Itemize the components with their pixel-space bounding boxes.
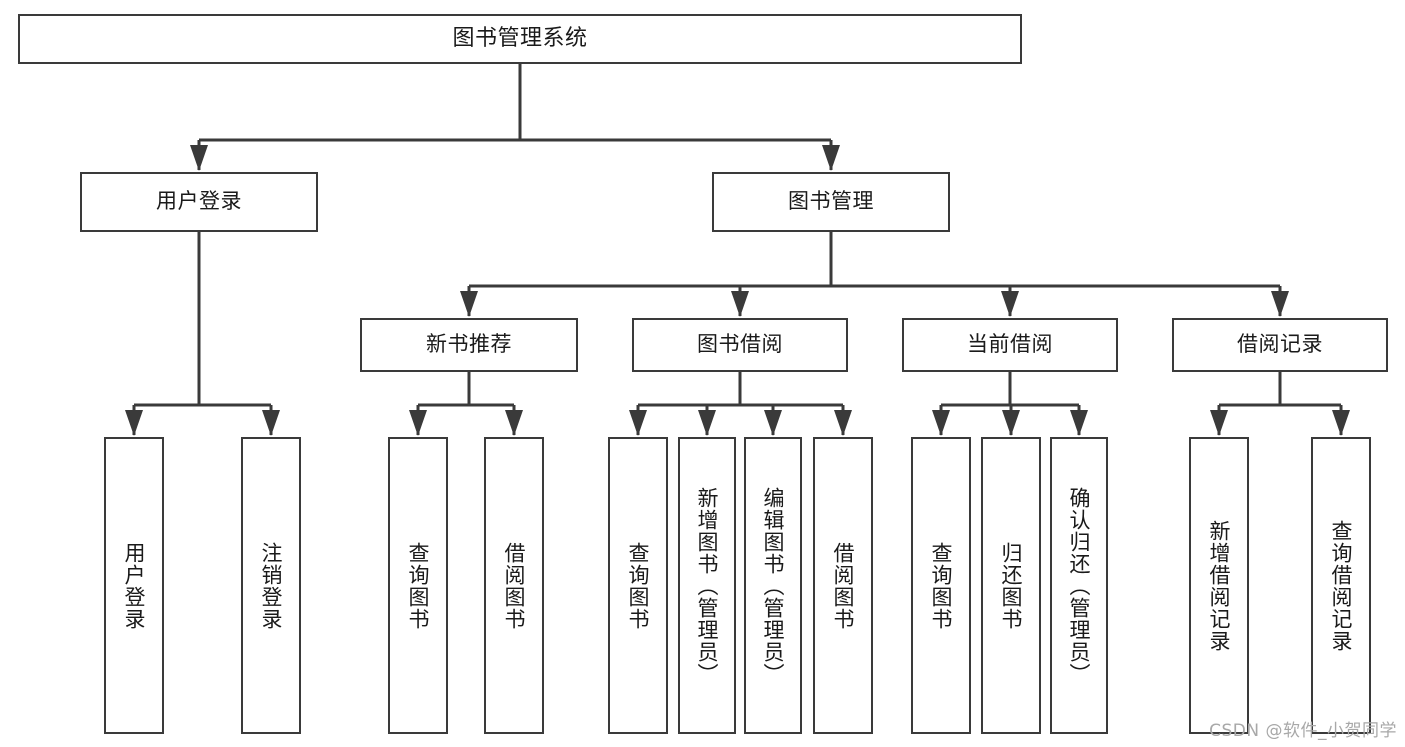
node-leaf-borrow-2[interactable]: 新增图书（管理员）: [678, 437, 736, 734]
node-label: 用户登录: [122, 541, 147, 630]
arrowhead-icon: [1210, 410, 1228, 436]
node-leaf-cur-3[interactable]: 确认归还（管理员）: [1050, 437, 1108, 734]
arrowhead-icon: [731, 291, 749, 317]
node-leaf-new-2[interactable]: 借阅图书: [484, 437, 544, 734]
arrowhead-icon: [1332, 410, 1350, 436]
node-leaf-borrow-1[interactable]: 查询图书: [608, 437, 668, 734]
arrowhead-icon: [1271, 291, 1289, 317]
node-leaf-login-1[interactable]: 用户登录: [104, 437, 164, 734]
arrowhead-icon: [1001, 291, 1019, 317]
node-current[interactable]: 当前借阅: [902, 318, 1118, 372]
arrowhead-icon: [460, 291, 478, 317]
node-label: 查询图书: [406, 541, 431, 630]
arrowhead-icon: [125, 410, 143, 436]
node-label: 确认归还（管理员）: [1067, 486, 1092, 685]
node-borrow[interactable]: 图书借阅: [632, 318, 848, 372]
node-label: 查询图书: [929, 541, 954, 630]
node-label: 新增借阅记录: [1207, 519, 1232, 652]
node-label: 借阅记录: [1237, 332, 1323, 357]
arrowhead-icon: [409, 410, 427, 436]
node-leaf-cur-1[interactable]: 查询图书: [911, 437, 971, 734]
node-label: 用户登录: [156, 189, 242, 214]
node-label: 查询图书: [626, 541, 651, 630]
node-label: 新书推荐: [426, 332, 512, 357]
arrowhead-icon: [822, 145, 840, 171]
node-label: 图书借阅: [697, 332, 783, 357]
node-label: 编辑图书（管理员）: [761, 486, 786, 685]
node-leaf-new-1[interactable]: 查询图书: [388, 437, 448, 734]
arrowhead-icon: [932, 410, 950, 436]
arrowhead-icon: [698, 410, 716, 436]
node-label: 图书管理系统: [452, 25, 588, 51]
arrowhead-icon: [1070, 410, 1088, 436]
node-bookmgmt[interactable]: 图书管理: [712, 172, 950, 232]
node-leaf-borrow-3[interactable]: 编辑图书（管理员）: [744, 437, 802, 734]
arrowhead-icon: [834, 410, 852, 436]
node-leaf-rec-2[interactable]: 查询借阅记录: [1311, 437, 1371, 734]
node-leaf-cur-2[interactable]: 归还图书: [981, 437, 1041, 734]
node-leaf-login-2[interactable]: 注销登录: [241, 437, 301, 734]
node-label: 图书管理: [788, 189, 874, 214]
node-newbook[interactable]: 新书推荐: [360, 318, 578, 372]
arrowhead-icon: [505, 410, 523, 436]
arrowhead-icon: [629, 410, 647, 436]
node-records[interactable]: 借阅记录: [1172, 318, 1388, 372]
node-login[interactable]: 用户登录: [80, 172, 318, 232]
node-label: 借阅图书: [502, 541, 527, 630]
node-label: 查询借阅记录: [1329, 519, 1354, 652]
node-leaf-borrow-4[interactable]: 借阅图书: [813, 437, 873, 734]
arrowhead-icon: [1002, 410, 1020, 436]
node-root[interactable]: 图书管理系统: [18, 14, 1022, 64]
node-label: 新增图书（管理员）: [695, 486, 720, 685]
arrowhead-icon: [190, 145, 208, 171]
arrowhead-icon: [262, 410, 280, 436]
node-label: 当前借阅: [967, 332, 1053, 357]
node-label: 归还图书: [999, 541, 1024, 630]
arrowhead-icon: [764, 410, 782, 436]
node-leaf-rec-1[interactable]: 新增借阅记录: [1189, 437, 1249, 734]
node-label: 注销登录: [259, 541, 284, 630]
node-label: 借阅图书: [831, 541, 856, 630]
